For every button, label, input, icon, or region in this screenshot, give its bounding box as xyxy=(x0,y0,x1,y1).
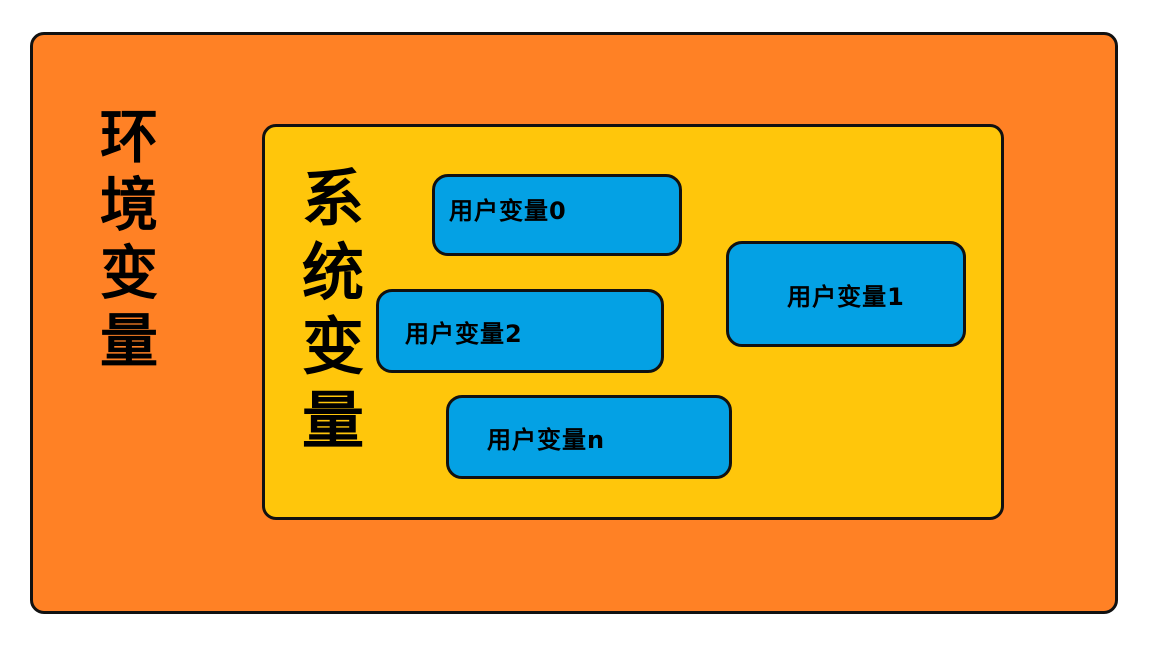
outer-label-char: 境 xyxy=(100,171,159,239)
inner-label-char: 统 xyxy=(302,236,365,309)
user-variable-2-box: 用户变量2 xyxy=(376,289,664,373)
outer-label-char: 量 xyxy=(100,307,159,375)
user-variable-n-box: 用户变量n xyxy=(446,395,732,479)
user-variable-0-box: 用户变量0 xyxy=(432,174,682,256)
inner-label-char: 变 xyxy=(302,310,365,383)
inner-label-char: 量 xyxy=(302,384,365,457)
outer-label-char: 变 xyxy=(100,239,159,307)
system-variables-label: 系 统 变 量 xyxy=(302,168,364,452)
user-variable-1-label: 用户变量1 xyxy=(787,282,905,311)
inner-label-char: 系 xyxy=(302,162,365,235)
user-variable-2-label: 用户变量2 xyxy=(405,319,523,348)
user-variable-n-label: 用户变量n xyxy=(487,425,606,454)
outer-label-char: 环 xyxy=(100,103,159,171)
user-variable-0-label: 用户变量0 xyxy=(449,197,567,225)
environment-variables-label: 环 境 变 量 xyxy=(100,108,158,370)
user-variable-1-box: 用户变量1 xyxy=(726,241,966,347)
